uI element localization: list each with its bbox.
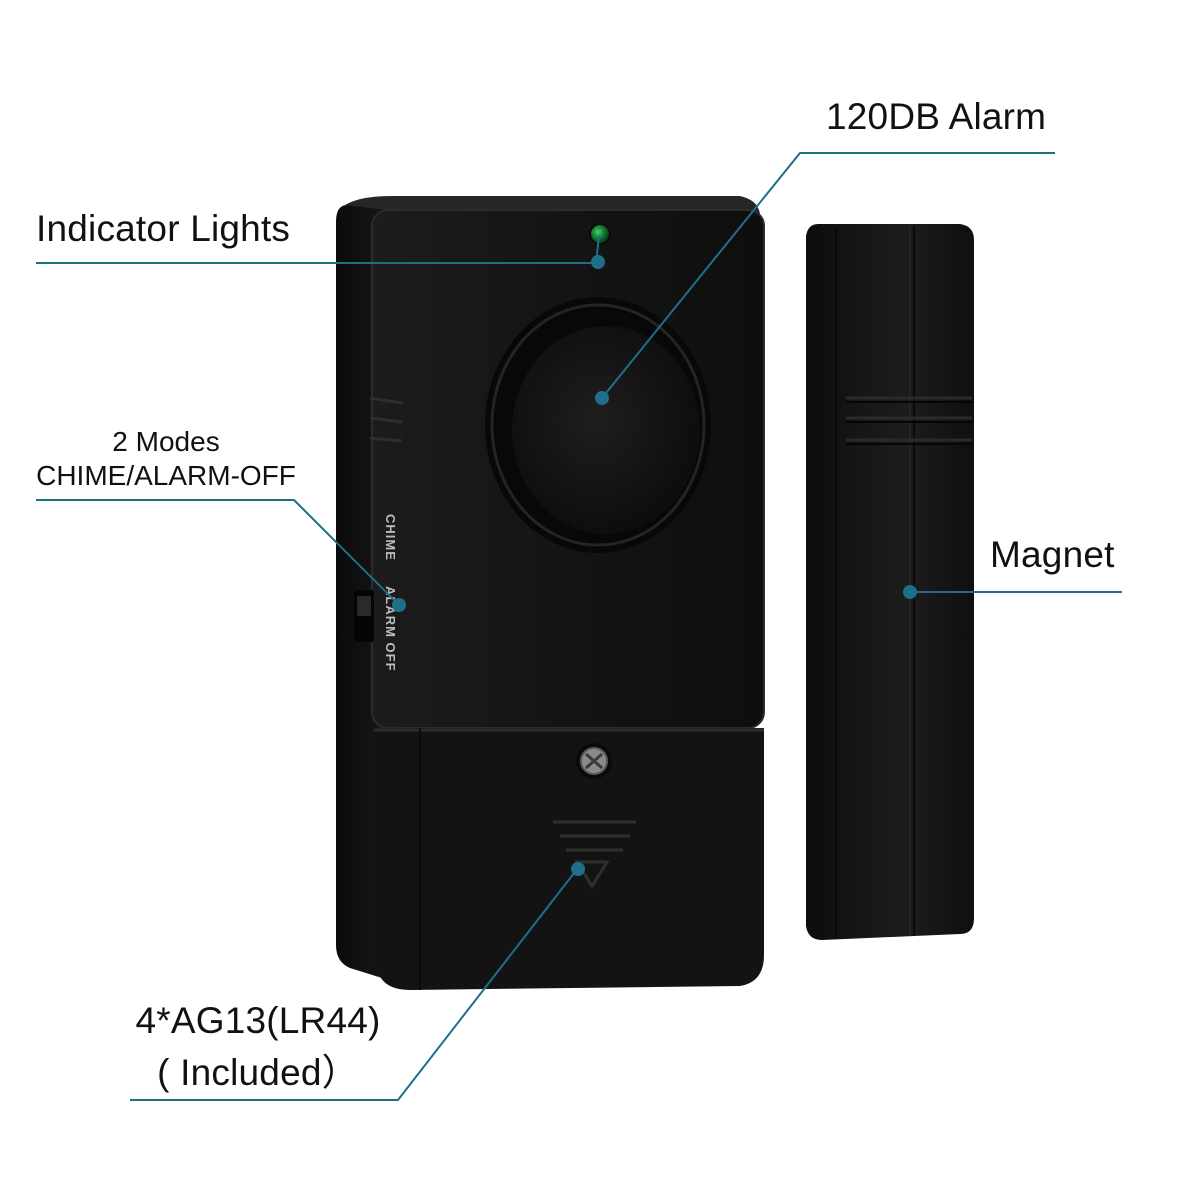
lights-callout-dot bbox=[591, 255, 605, 269]
speaker bbox=[485, 297, 711, 553]
alarm-callout-dot bbox=[595, 391, 609, 405]
open-arrow-marking bbox=[553, 820, 636, 889]
side-vent bbox=[369, 396, 403, 443]
magnet-body bbox=[806, 224, 974, 940]
battery-callout-label-line2: ( Included） bbox=[157, 1052, 359, 1093]
magnet-callout-label: Magnet bbox=[990, 534, 1115, 575]
switch-label-chime: CHIME bbox=[383, 514, 398, 561]
magnet-grooves bbox=[846, 396, 972, 442]
alarm-unit: CHIME ALARM OFF bbox=[336, 196, 765, 990]
magnet-callout-dot bbox=[903, 585, 917, 599]
lights-callout-label: Indicator Lights bbox=[36, 208, 291, 249]
modes-callout-label-line2: CHIME/ALARM-OFF bbox=[36, 460, 296, 491]
mode-switch bbox=[354, 590, 374, 642]
modes-callout-dot bbox=[392, 598, 406, 612]
modes-callout-label-line1: 2 Modes bbox=[112, 426, 220, 457]
battery-callout-label-line1: 4*AG13(LR44) bbox=[135, 1000, 381, 1041]
magnet-unit bbox=[806, 224, 974, 940]
battery-cover bbox=[374, 728, 764, 990]
callout-leaders bbox=[36, 152, 1122, 1101]
callout-dots bbox=[392, 255, 917, 876]
battery-callout-dot bbox=[571, 862, 585, 876]
alarm-callout-label: 120DB Alarm bbox=[826, 96, 1047, 137]
indicator-led bbox=[590, 224, 610, 244]
battery-screw bbox=[576, 743, 612, 779]
